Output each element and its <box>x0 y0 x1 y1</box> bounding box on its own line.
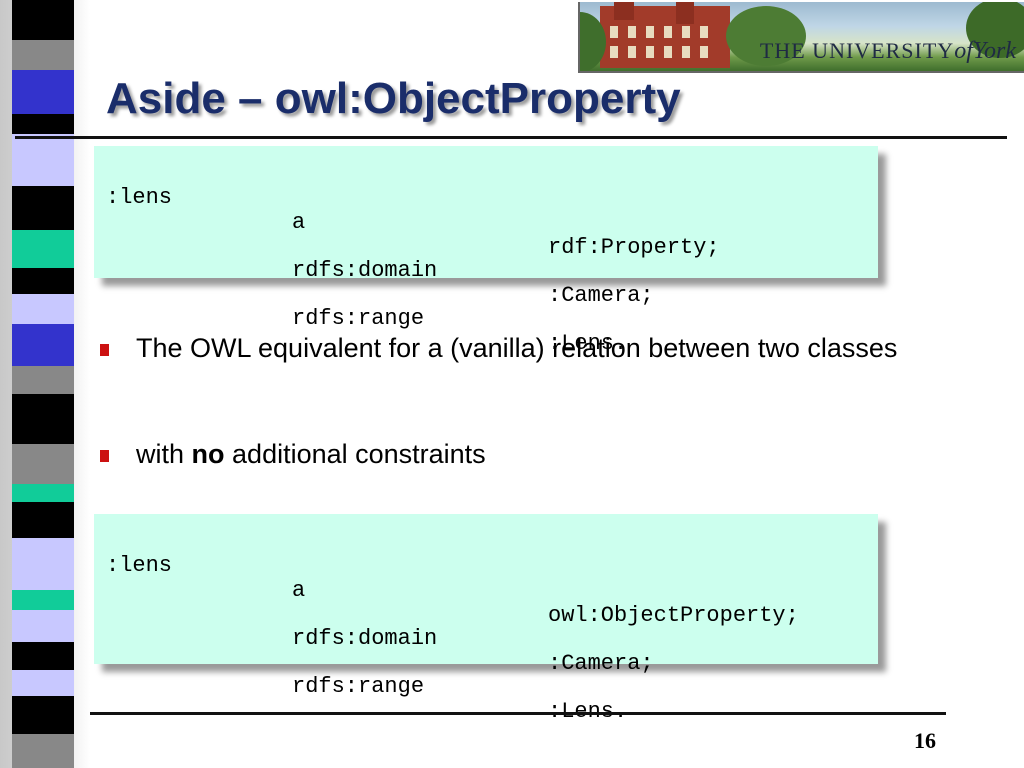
decorative-stripe <box>12 538 74 590</box>
decorative-stripe <box>12 610 74 642</box>
decorative-stripe <box>12 0 74 40</box>
code-predicate: rdfs:range <box>292 674 425 699</box>
decorative-stripe <box>12 642 74 670</box>
footer-divider <box>90 712 946 715</box>
university-wordmark: THE UNIVERSITYofYork <box>759 38 1016 64</box>
decorative-stripe <box>12 696 74 734</box>
decorative-stripe <box>12 134 74 186</box>
code-row: rdfs:domain :Camera; <box>94 576 878 676</box>
code-predicate: rdfs:domain <box>292 258 438 283</box>
code-predicate: a <box>292 210 306 235</box>
decorative-stripe <box>12 294 74 324</box>
slide-title: Aside – owl:ObjectProperty <box>106 74 681 123</box>
bullet-text: The OWL equivalent for a (vanilla) relat… <box>136 333 898 363</box>
decorative-stripe <box>12 268 74 294</box>
code-row: :lens a rdf:Property; <box>94 160 878 260</box>
bullet-text: with no additional constraints <box>136 439 486 469</box>
decorative-stripe <box>12 324 74 366</box>
code-block-owl-objectproperty: :lens a owl:ObjectProperty; rdfs:domain … <box>94 514 878 724</box>
decorative-stripe <box>12 590 74 610</box>
code-predicate: rdfs:domain <box>292 626 438 651</box>
code-row: rdfs:range :Lens. <box>94 256 878 356</box>
code-row: :lens a owl:ObjectProperty; <box>94 528 878 628</box>
code-row: rdfs:domain :Camera; <box>94 208 878 308</box>
left-decorative-bar <box>0 0 90 768</box>
decorative-stripe <box>12 114 74 134</box>
code-block-rdf-property: :lens a rdf:Property; rdfs:domain :Camer… <box>94 146 878 356</box>
decorative-stripe <box>12 444 74 484</box>
title-divider <box>15 136 1007 139</box>
university-header-image: THE UNIVERSITYofYork <box>578 2 1024 73</box>
building-illustration <box>580 2 1024 71</box>
code-object: :Lens. <box>548 331 628 356</box>
code-predicate: a <box>292 578 306 603</box>
stripe-pattern <box>12 0 74 768</box>
decorative-stripe <box>12 366 74 394</box>
decorative-stripe <box>12 70 74 114</box>
code-row: rdfs:range :Lens. <box>94 624 878 724</box>
decorative-stripe <box>12 394 74 444</box>
code-object: :Camera; <box>548 283 654 308</box>
code-object: rdf:Property; <box>548 235 720 260</box>
code-object: owl:ObjectProperty; <box>548 603 799 628</box>
page-number: 16 <box>914 728 936 753</box>
code-subject: :lens <box>106 185 173 210</box>
code-predicate: rdfs:range <box>292 306 425 331</box>
code-object: :Camera; <box>548 651 654 676</box>
decorative-stripe <box>12 40 74 70</box>
bullet-emphasis: no <box>191 439 225 469</box>
decorative-stripe <box>12 186 74 230</box>
decorative-stripe <box>12 230 74 268</box>
bullet-marker-icon <box>100 450 109 462</box>
decorative-stripe <box>12 484 74 502</box>
decorative-stripe <box>12 670 74 696</box>
bullet-marker-icon <box>100 344 109 356</box>
decorative-stripe <box>12 734 74 768</box>
code-object: :Lens. <box>548 699 627 724</box>
code-subject: :lens <box>106 553 173 578</box>
decorative-stripe <box>12 502 74 538</box>
